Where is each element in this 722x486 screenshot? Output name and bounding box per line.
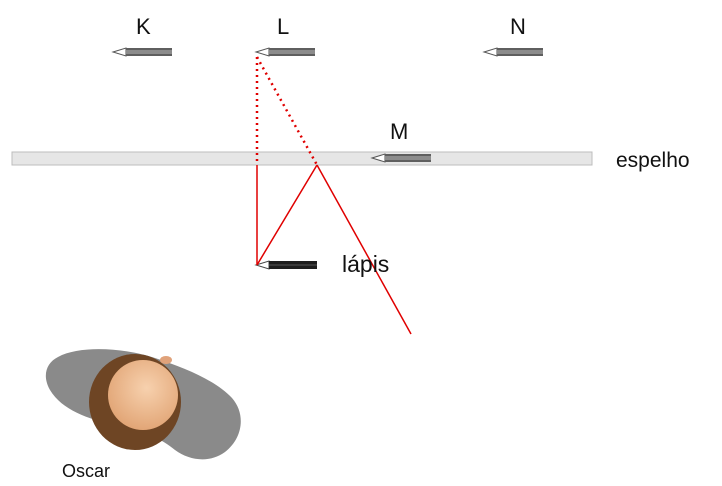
ray-reflected xyxy=(316,164,412,335)
label-m: M xyxy=(390,119,409,144)
label-mirror: espelho xyxy=(616,149,690,172)
label-person: Oscar xyxy=(62,461,111,481)
pencil-image-n-icon xyxy=(482,47,543,57)
ear-shape xyxy=(160,356,172,364)
label-n: N xyxy=(510,14,526,39)
label-k: K xyxy=(136,14,151,39)
person-top-view-icon xyxy=(45,349,241,460)
ray-incident-diagonal xyxy=(256,164,318,266)
mirror-bar xyxy=(11,151,593,166)
pencil-image-m-icon xyxy=(370,153,431,163)
ray-dotted-diagonal xyxy=(255,56,319,166)
pencil-image-k-icon xyxy=(111,47,172,57)
head-shape xyxy=(108,360,178,430)
pencil-icon xyxy=(254,260,317,270)
label-pencil: lápis xyxy=(342,251,390,277)
label-l: L xyxy=(277,14,290,39)
pencil-image-l-icon xyxy=(254,47,315,57)
